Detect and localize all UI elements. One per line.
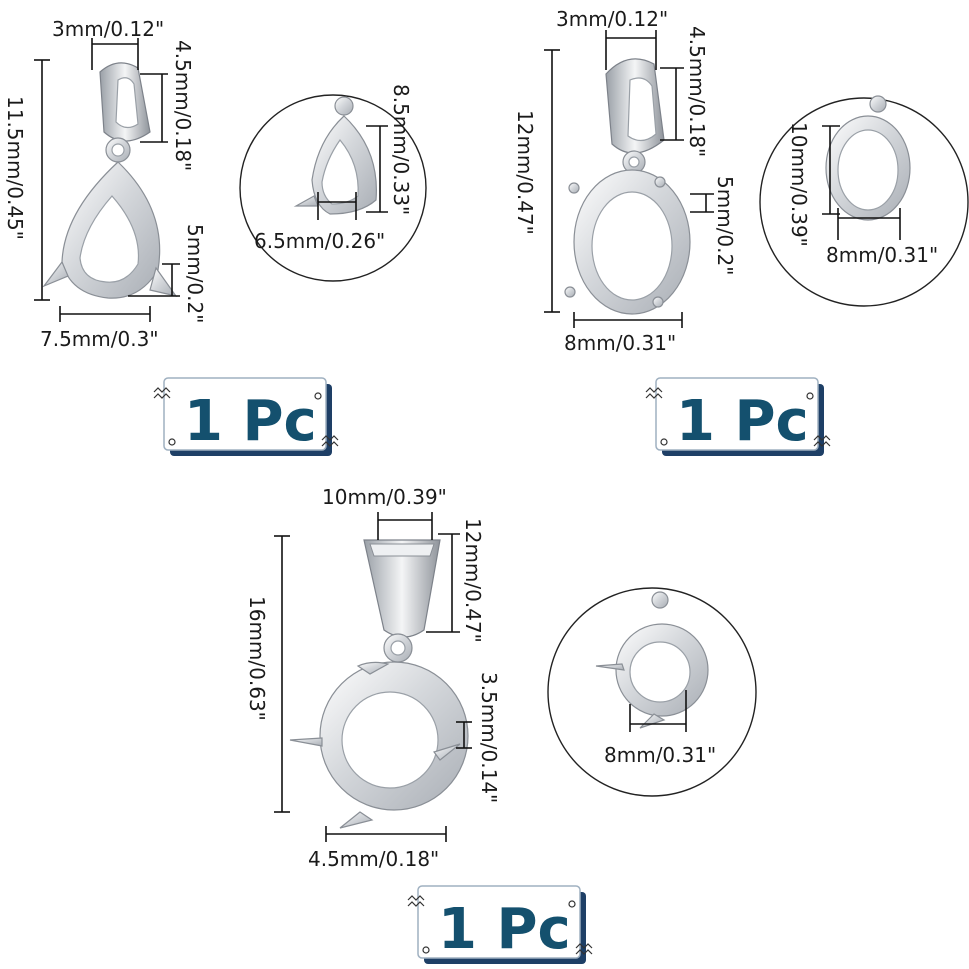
product-2: 3mm/0.12" 4.5mm/0.18" 12mm/0.47" 5mm/0.2…: [513, 7, 969, 456]
p3-bail-height-label: 12mm/0.47": [461, 518, 485, 643]
p3-bail-width-label: 10mm/0.39": [322, 485, 447, 509]
product-3: 10mm/0.39" 12mm/0.47" 16mm/0.63" 3.5mm/0…: [245, 485, 757, 964]
p1-total-height-label: 11.5mm/0.45": [3, 96, 27, 240]
p2-bail-width-label: 3mm/0.12": [556, 7, 668, 31]
p1-detail-width-label: 6.5mm/0.26": [254, 229, 385, 253]
p3-setting-depth-label: 3.5mm/0.14": [477, 672, 501, 803]
product-1: 3mm/0.12" 4.5mm/0.18" 11.5mm/0.45" 5mm/0…: [3, 17, 427, 456]
p2-badge: 1 Pc: [645, 377, 831, 456]
p1-badge: 1 Pc: [153, 377, 339, 456]
p2-detail-width-label: 8mm/0.31": [826, 243, 938, 267]
p1-bail-height-label: 4.5mm/0.18": [171, 40, 195, 171]
p3-badge: 1 Pc: [407, 885, 593, 964]
p2-detail-height-label: 10mm/0.39": [787, 122, 811, 247]
p3-detail-width-label: 8mm/0.31": [604, 743, 716, 767]
p1-badge-label: 1 Pc: [184, 389, 317, 454]
p3-badge-label: 1 Pc: [438, 897, 571, 962]
p3-total-height-label: 16mm/0.63": [245, 596, 269, 721]
p2-setting-depth-label: 5mm/0.2": [713, 176, 737, 275]
p2-setting-width-label: 8mm/0.31": [564, 331, 676, 355]
p2-total-height-label: 12mm/0.47": [513, 110, 537, 235]
p1-setting-depth-label: 5mm/0.2": [183, 224, 207, 323]
p1-detail-height-label: 8.5mm/0.33": [389, 84, 413, 215]
p3-setting-width-label: 4.5mm/0.18": [308, 847, 439, 871]
p1-bail-width-label: 3mm/0.12": [52, 17, 164, 41]
p2-badge-label: 1 Pc: [676, 389, 809, 454]
p1-setting-width-label: 7.5mm/0.3": [40, 327, 159, 351]
p2-bail-height-label: 4.5mm/0.18": [685, 26, 709, 157]
